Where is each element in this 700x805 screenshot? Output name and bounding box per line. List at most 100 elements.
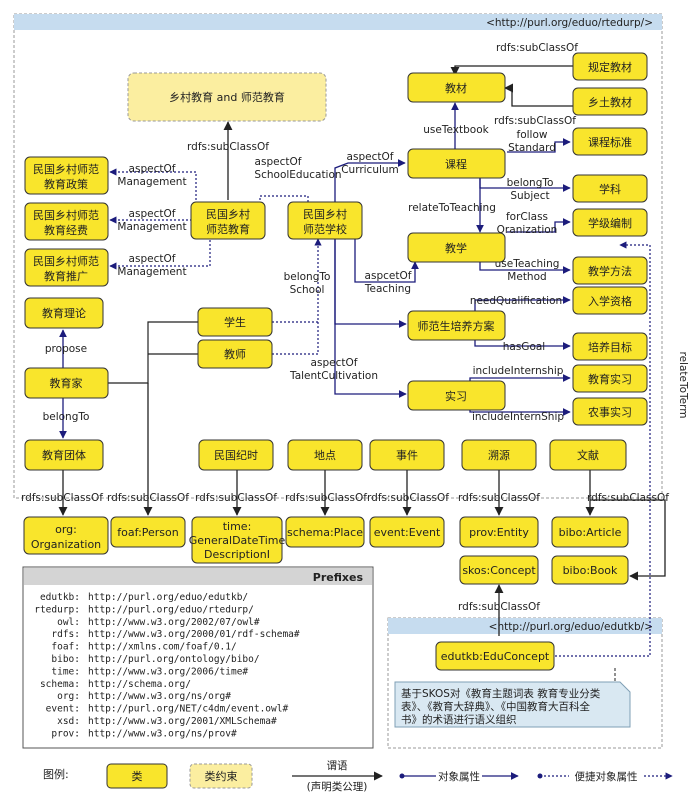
svg-text:类约束: 类约束 [205,769,238,783]
node-didian[interactable]: 地点 [287,439,363,471]
node-bibo-book[interactable]: bibo:Book [551,555,629,585]
legend-object-property: 对象属性 [399,768,519,783]
node-skos-concept[interactable]: skos:Concept [459,555,539,585]
svg-text:教育家: 教育家 [50,376,83,390]
prefix-uri: http://purl.org/eduo/edutkb/ [88,592,248,603]
node-xiangcun-shifan[interactable]: 乡村教育 and 师范教育 [127,72,327,122]
node-prov-entity[interactable]: prov:Entity [459,516,539,548]
svg-text:教学方法: 教学方法 [588,264,632,278]
prefix-name: schema: [40,679,80,690]
prefix-name: xsd: [57,716,80,727]
node-schema-place[interactable]: schema:Place [285,516,365,548]
svg-text:事件: 事件 [396,449,418,462]
node-edutkb-educoncept[interactable]: edutkb:EduConcept [435,641,555,671]
node-jiaoyujia[interactable]: 教育家 [24,367,109,399]
node-kecheng-biaozhun[interactable]: 课程标准 [572,127,648,156]
edge-label-aspectof-school-1: aspectOf [255,156,302,168]
svg-text:乡村教育 and 师范教育: 乡村教育 and 师范教育 [169,90,285,104]
edge-label-relate-to-teaching: relateToTeaching [408,202,496,214]
node-shijian[interactable]: 事件 [369,439,445,471]
svg-text:课程标准: 课程标准 [588,135,632,149]
edge-label-aspectof-mgmt-1a: aspectOf [129,163,176,175]
prefix-uri: http://www.w3.org/ns/prov# [88,728,237,739]
legend-class-constraint: 类约束 [189,763,253,789]
rtedurp-label: <http://purl.org/eduo/rtedurp/> [486,17,653,29]
svg-text:教师: 教师 [224,348,246,361]
svg-text:民国纪时: 民国纪时 [214,449,258,462]
prefix-name: edutkb: [40,592,80,603]
node-peiyang-mubiao[interactable]: 培养目标 [572,332,648,361]
edge-label-subclassof-2: rdfs:subClassOf [494,115,576,127]
note-line-1: 基于SKOS对《教育主题词表 教育专业分类 [401,687,601,700]
edge-label-aspectof-mgmt-2b: Management [117,221,186,233]
node-minguo-jishi[interactable]: 民国纪时 [198,439,274,471]
prefix-uri: http://purl.org/ontology/bibo/ [88,654,260,665]
node-jiaoxue[interactable]: 教学 [407,232,506,263]
node-shixi[interactable]: 实习 [407,380,506,411]
node-minguo-shifan-jiaoyu[interactable]: 民国乡村 师范教育 [190,201,266,240]
node-jiaoshi[interactable]: 教师 [197,339,273,369]
edge-label-subclassof-top: rdfs:subClassOf [187,141,269,153]
node-guiding-jiaocai[interactable]: 规定教材 [572,52,648,81]
svg-text:time:: time: [223,520,252,533]
svg-text:教育经费: 教育经费 [44,223,88,237]
node-org-organization[interactable]: org: Organization [23,516,109,555]
prefix-table: Prefixes edutkb:http://purl.org/eduo/edu… [22,566,374,749]
node-shifansheng-fangan[interactable]: 师范生培养方案 [407,310,506,341]
svg-text:师范生培养方案: 师范生培养方案 [418,319,495,333]
svg-text:文献: 文献 [577,448,599,462]
node-time-gdtd[interactable]: time: GeneralDateTime DescriptionI [189,516,286,564]
node-xiangtu-jiaocai[interactable]: 乡土教材 [572,87,648,116]
node-jiaoyu-lilun[interactable]: 教育理论 [24,297,104,329]
node-jingfei[interactable]: 民国乡村师范 教育经费 [24,202,109,241]
edge-label-include-internship-2: includeInternShip [472,411,564,423]
edge-label-belongto-subject-2: Subject [510,190,549,202]
edge-label-aspectof-mgmt-2a: aspectOf [129,208,176,220]
legend-title: 图例: [43,767,69,781]
node-bibo-article[interactable]: bibo:Article [551,516,629,548]
node-foaf-person[interactable]: foaf:Person [110,516,186,548]
svg-text:org:: org: [55,523,77,536]
node-xueke[interactable]: 学科 [572,174,648,203]
node-wenxian[interactable]: 文献 [549,439,627,471]
node-suyuan[interactable]: 溯源 [461,439,537,471]
node-kecheng[interactable]: 课程 [407,148,506,179]
node-event-event[interactable]: event:Event [369,516,445,548]
node-tuiguang[interactable]: 民国乡村师范 教育推广 [24,248,109,287]
edge-label-subclassof-b5: rdfs:subClassOf [367,492,449,504]
edge-label-aspcetof-teaching-1: aspcetOf [365,270,412,282]
svg-text:课程: 课程 [445,158,467,171]
rtedurp-region: <http://purl.org/eduo/rtedurp/> [13,13,663,499]
node-zhengce[interactable]: 民国乡村师范 教育政策 [24,156,109,195]
prefix-name: owl: [57,617,80,628]
node-xueji-bianzhi[interactable]: 学级编制 [572,208,648,237]
edge-label-subclassof-b7: rdfs:subClassOf [587,492,669,504]
node-minguo-shifan-xuexiao[interactable]: 民国乡村 师范学校 [287,201,363,240]
edge-label-forclass-1: forClass [506,211,548,223]
node-ruxue-zige[interactable]: 入学资格 [572,286,648,315]
svg-text:教育实习: 教育实习 [588,372,632,386]
node-jiaoxue-fangfa[interactable]: 教学方法 [572,256,648,285]
svg-text:师范学校: 师范学校 [303,222,347,236]
legend-predicate: 谓语 (声明类公理) [292,760,383,793]
edge-label-aspectof-curriculum-2: Curriculum [341,164,399,176]
node-jiaoyu-tuanti[interactable]: 教育团体 [24,439,104,471]
node-jiaocai[interactable]: 教材 [407,72,506,103]
edge-label-belongto-school-2: School [290,284,325,296]
svg-text:民国乡村师范: 民国乡村师范 [33,254,99,268]
svg-text:入学资格: 入学资格 [588,294,632,308]
edge-label-subclassof-b2: rdfs:subClassOf [107,492,189,504]
node-nongshi-shixi[interactable]: 农事实习 [572,397,648,426]
note-line-3: 书》的术语进行语义组织 [401,713,517,726]
edge-label-subclassof-1: rdfs:subClassOf [496,42,578,54]
prefix-name: event: [46,704,80,715]
edge-label-belongto-school-1: belongTo [284,271,331,283]
svg-text:GeneralDateTime: GeneralDateTime [189,534,286,547]
edge-label-subclassof-b3: rdfs:subClassOf [195,492,277,504]
edge-label-use-textbook: useTextbook [423,124,489,136]
node-jiaoyu-shixi[interactable]: 教育实习 [572,364,648,393]
edge-label-aspectof-mgmt-3b: Management [117,266,186,278]
node-xuesheng[interactable]: 学生 [197,307,273,337]
svg-text:schema:Place: schema:Place [287,526,363,539]
svg-text:Organization: Organization [31,538,101,551]
